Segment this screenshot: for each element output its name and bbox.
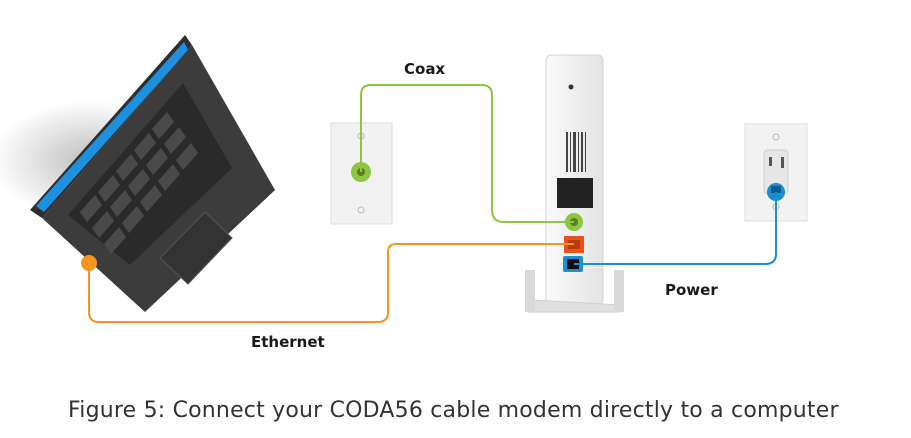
power-screw-top [772,133,780,141]
keyboard-keys [80,112,198,254]
coax-cable [360,84,574,223]
modem-stand-leg-left [525,270,535,312]
figure-caption: Figure 5: Connect your CODA56 cable mode… [68,398,839,423]
power-label: Power [665,281,718,299]
laptop-screen [36,42,188,212]
ethernet-cable [88,243,574,323]
ethernet-label: Ethernet [251,333,325,351]
modem-barcode [566,132,586,172]
modem-label [557,178,593,208]
plate-screw-bottom [357,206,365,214]
modem-led [568,84,574,90]
power-cable [574,192,777,265]
coax-label: Coax [404,60,446,78]
laptop-touchpad [159,211,233,285]
modem-stand-leg-right [614,270,624,312]
cable-modem [525,54,624,313]
laptop [0,35,275,312]
